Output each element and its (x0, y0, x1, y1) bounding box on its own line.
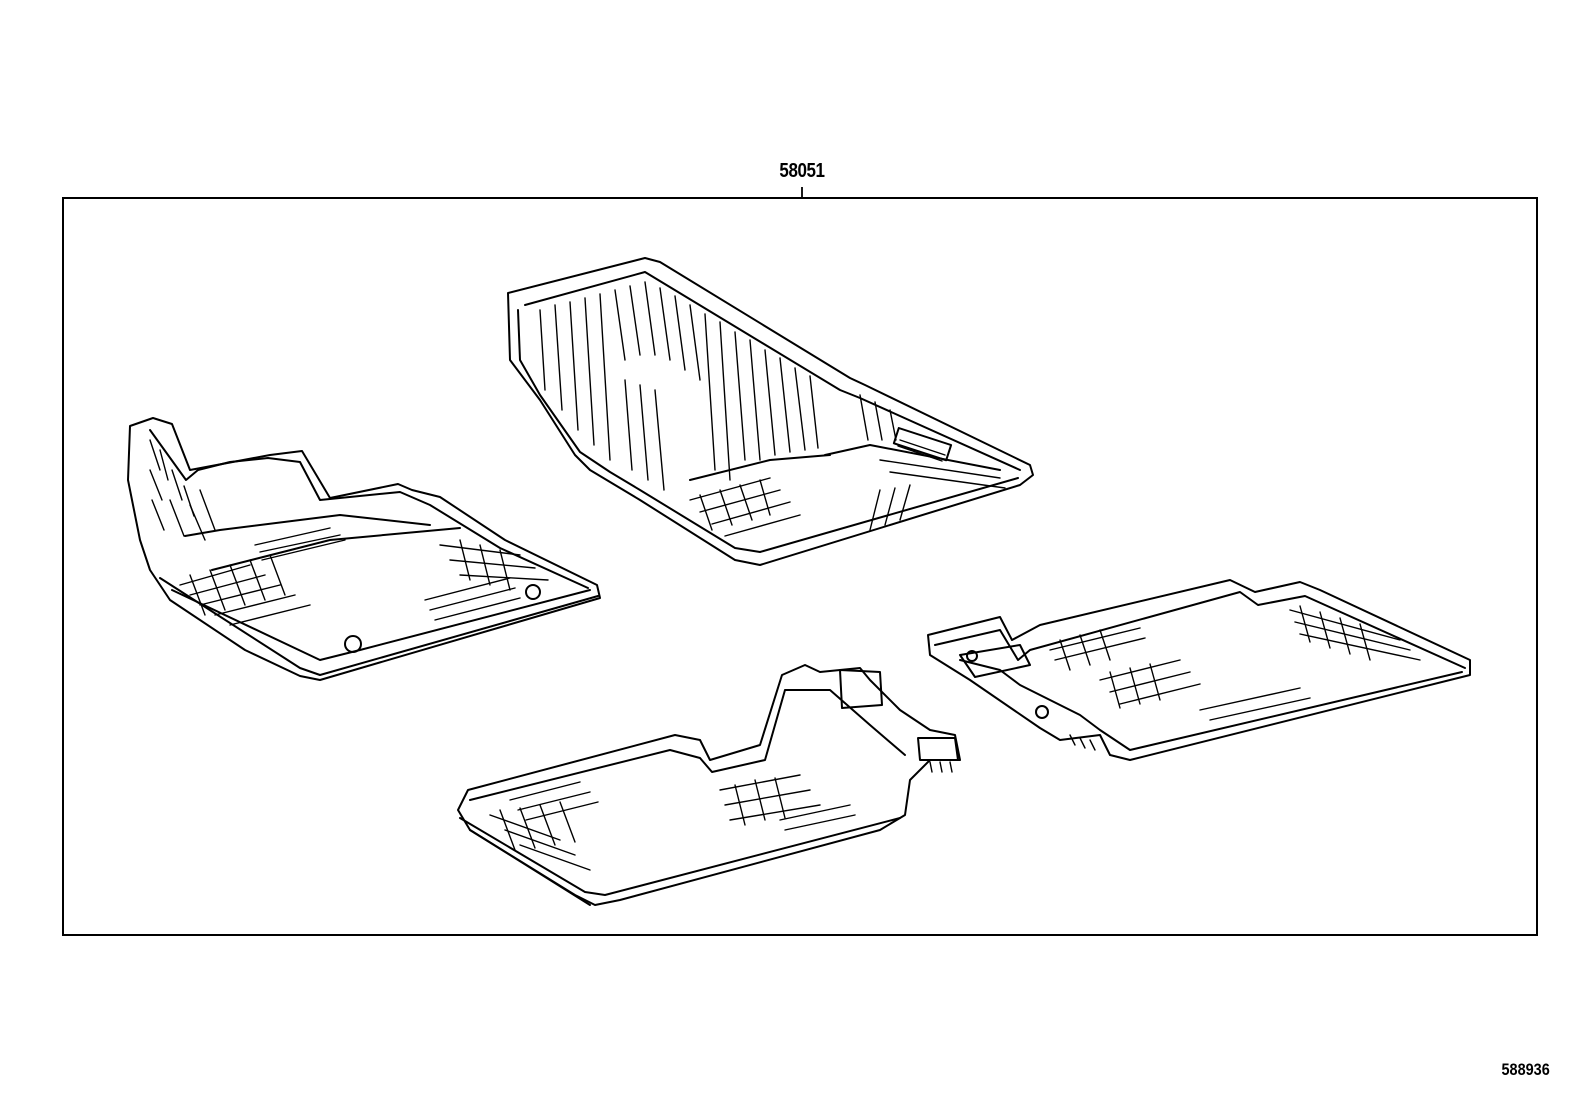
illustration-id: 588936 (1501, 1060, 1550, 1079)
floor-mat-rear-right[interactable] (927, 579, 1471, 761)
part-number-label[interactable]: 58051 (779, 160, 825, 182)
floor-mat-rear-left[interactable] (457, 664, 961, 906)
floor-mat-front-left[interactable] (127, 417, 601, 681)
parts-frame (62, 197, 1538, 936)
floor-mat-front-right[interactable] (507, 257, 1034, 566)
